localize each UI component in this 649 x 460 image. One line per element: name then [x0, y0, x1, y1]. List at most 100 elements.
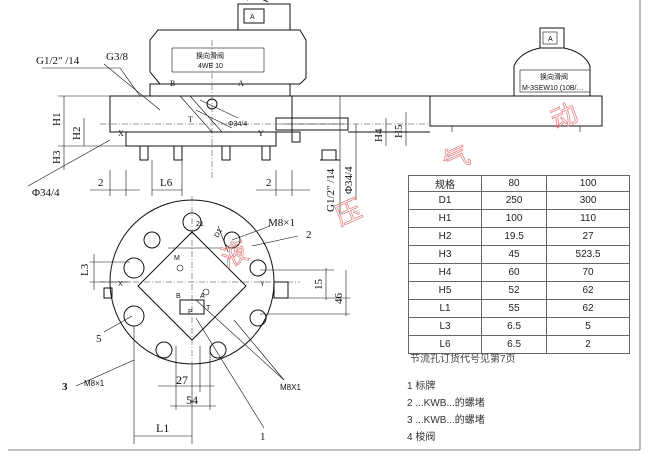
solenoid-port-a: A	[250, 14, 255, 21]
solenoid-cable	[247, 0, 269, 3]
dim-l3: L3	[79, 263, 91, 276]
label-d1: D1	[214, 228, 224, 239]
dim-2-left: 2	[98, 177, 104, 189]
spec-row-label: H2	[408, 227, 482, 246]
dim-l1: L1	[156, 421, 169, 435]
dia-side-label: Φ34/4	[32, 187, 60, 199]
spec-value: 300	[546, 191, 630, 210]
pin-1	[139, 145, 149, 161]
directional-valve-body	[149, 29, 307, 85]
port-t-label: T	[188, 115, 193, 124]
bolt-hole-top-right	[223, 231, 241, 249]
spec-value: 62	[546, 281, 630, 300]
dim-h4: H4	[373, 128, 385, 142]
spec-value: 80	[480, 175, 548, 192]
cartridge-body	[125, 131, 277, 147]
dim-h1: H1	[51, 113, 63, 126]
m8-top-leader	[231, 225, 271, 241]
spec-value: 110	[546, 209, 630, 228]
top-view: A 换向滑阀 4WE 10 B A Φ34/4 X Y T	[27, 0, 430, 215]
legend-item: 1 标牌	[407, 381, 436, 392]
pin-4	[261, 145, 271, 161]
bolt-hole-top	[182, 212, 202, 232]
dia-pipe-label: Φ34/4	[343, 166, 355, 194]
spec-value: 6.5	[480, 335, 548, 354]
right-valve-model: M-3SEW10 (10B/…	[522, 85, 583, 92]
plan-port-p: P	[188, 309, 193, 316]
thread-2-label: G3/8	[106, 51, 129, 63]
right-port-plug	[273, 281, 289, 299]
num-1-leader	[195, 317, 265, 429]
adapter-plate	[149, 83, 291, 97]
cover-plate	[109, 95, 293, 133]
small-port-a	[202, 288, 210, 296]
side-pin	[291, 131, 301, 143]
dim-l6: L6	[160, 177, 173, 189]
bolt-hole-bottom-left	[123, 305, 145, 327]
spec-row-label: L3	[408, 317, 482, 336]
thread-1-leader-2	[119, 67, 141, 97]
m8-left-label: M8×1	[84, 379, 105, 388]
watermark-char-1: 液	[217, 236, 253, 274]
left-port-plug	[103, 287, 113, 299]
spec-row-label: H4	[408, 263, 482, 282]
bolt-hole-bottom-right	[249, 309, 267, 327]
inner-line-2	[217, 225, 229, 253]
solenoid-connector-a	[243, 8, 265, 24]
spec-value: 27	[546, 227, 630, 246]
m8-bottom-leader-2	[233, 319, 285, 381]
num-3-label: 3	[62, 381, 68, 393]
m8-bottom-label: M8X1	[280, 383, 301, 392]
spec-value: 19.5	[480, 227, 548, 246]
spec-value: 45	[480, 245, 548, 264]
dim-2-right: 2	[266, 177, 272, 189]
watermark-char-4: 动	[547, 98, 583, 136]
plan-port-m: M	[174, 255, 180, 262]
spec-value: 100	[546, 175, 630, 192]
spec-value: 52	[480, 281, 548, 300]
thread-2-leader	[103, 63, 161, 111]
right-nameplate	[519, 69, 591, 93]
small-port-m	[176, 264, 184, 272]
spec-value: 70	[546, 263, 630, 282]
bolt-hole-top-left	[143, 231, 161, 249]
num-5-label: 5	[96, 333, 102, 345]
plan-port-y: Y	[260, 281, 265, 288]
num-2-leader	[251, 235, 299, 247]
num-5-leader	[103, 315, 133, 333]
spec-row-label: D1	[408, 191, 482, 210]
dia-small-label: Φ34/4	[228, 121, 247, 128]
plan-port-x: X	[118, 281, 123, 288]
bolt-hole-right	[249, 259, 267, 277]
port-y-label: Y	[258, 129, 264, 138]
m8-bottom-leader-1	[195, 299, 285, 381]
right-valve-body	[513, 47, 591, 97]
pin-3	[221, 145, 231, 161]
valve-nameplate	[171, 47, 265, 73]
num-2-label: 2	[306, 229, 312, 241]
dia-side-leader	[27, 139, 111, 187]
bolt-hole-left	[123, 257, 145, 279]
spec-note: 节流孔订货代号见第7页	[410, 354, 516, 365]
num-3-leader	[75, 359, 135, 387]
dim-21: 21	[196, 221, 204, 228]
plan-port-b: B	[176, 293, 181, 300]
spec-row-label: 规格	[408, 175, 482, 192]
right-connector	[542, 31, 558, 45]
spec-value: 523.5	[546, 245, 630, 264]
dim-h3: H3	[51, 150, 63, 164]
legend-item: 2 ...KWB...的螺堵	[407, 398, 485, 409]
right-port-a: A	[548, 36, 553, 43]
legend-item: 3 ...KWB...的螺堵	[407, 415, 485, 426]
spec-row-label: H1	[408, 209, 482, 228]
bolt-hole-bottom-l2	[155, 341, 173, 359]
right-base-plate	[429, 95, 603, 127]
